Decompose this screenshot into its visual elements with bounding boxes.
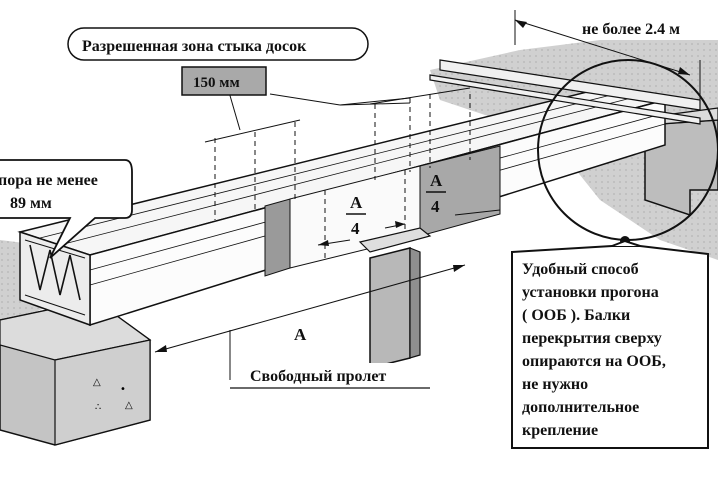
- left-concrete-pier: △ • ∴ △: [0, 299, 152, 446]
- fraction-right-numerator: А: [430, 171, 443, 190]
- callout-line-4: перекрытия сверху: [522, 330, 662, 347]
- callout-line-6: не нужно: [522, 376, 588, 393]
- support-label-line2: 89 мм: [10, 195, 52, 212]
- support-bubble: [0, 159, 133, 259]
- joint-zone-label: Разрешенная зона стыка досок: [82, 38, 307, 55]
- free-span-label: Свободный пролет: [250, 368, 386, 385]
- svg-text:△: △: [93, 377, 101, 388]
- callout-line-3: ( ООБ ). Балки: [522, 307, 630, 324]
- span-letter: А: [294, 325, 307, 344]
- callout-text: Удобный способ установки прогона ( ООБ )…: [522, 261, 666, 439]
- fraction-left-denominator: 4: [351, 219, 360, 238]
- joint-zone-left-shade: [264, 198, 291, 277]
- fraction-right-denominator: 4: [431, 197, 440, 216]
- free-span-frame: [234, 363, 424, 387]
- floor-joists: [429, 59, 701, 125]
- svg-text:∴: ∴: [95, 402, 101, 413]
- joint-zone-bubble: [67, 27, 369, 61]
- joint-dashed-lines: [214, 94, 471, 258]
- callout-line-2: установки прогона: [522, 284, 659, 301]
- callout-line-7: дополнительное: [522, 399, 639, 416]
- arrow-heads: [155, 20, 690, 352]
- max-spacing-label: не более 2.4 м: [582, 21, 680, 38]
- support-label-line1: пора не менее: [0, 172, 98, 189]
- fraction-left-numerator: А: [350, 193, 363, 212]
- joint-width-label: 150 мм: [193, 75, 240, 91]
- callout-line-8: крепление: [522, 422, 598, 439]
- callout-line-1: Удобный способ: [522, 261, 639, 278]
- callout-line-5: опираются на ООБ,: [522, 353, 666, 370]
- joint-width-badge: [181, 66, 267, 96]
- svg-text:•: •: [120, 384, 126, 395]
- svg-text:△: △: [125, 400, 133, 411]
- support-post: [358, 227, 432, 369]
